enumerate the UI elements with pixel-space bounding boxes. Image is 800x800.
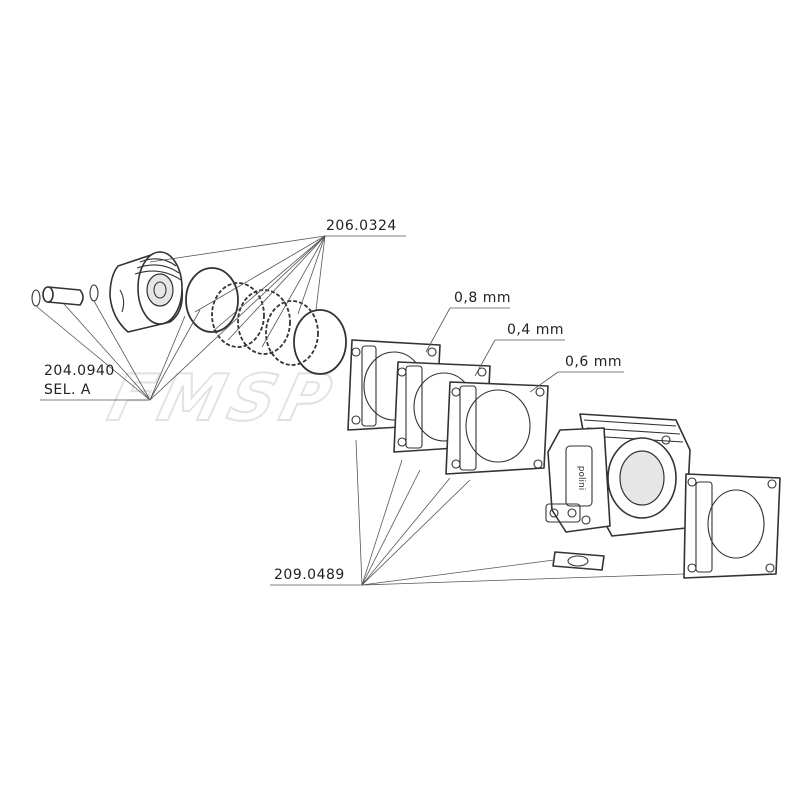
label-gasket-08mm: 0,8 mm [454, 290, 511, 306]
label-rings-part-number: 206.0324 [326, 218, 397, 234]
leader-lines-gasket-thickness [425, 307, 624, 393]
svg-text:polini: polini [576, 466, 586, 490]
head-gasket [683, 473, 781, 579]
piston-pin-assembly [31, 284, 99, 307]
watermark-logo: FMSP [100, 361, 345, 437]
label-gasket-04mm: 0,4 mm [507, 322, 564, 338]
leader-lines-pin [35, 300, 201, 401]
piston [109, 251, 184, 333]
cylinder: polini [545, 413, 691, 537]
label-gasket-06mm: 0,6 mm [565, 354, 622, 370]
svg-text:FMSP: FMSP [101, 362, 344, 436]
label-gaskets-part-number: 209.0489 [274, 567, 345, 583]
piston-rings [185, 267, 347, 375]
leader-lines-rings [149, 235, 406, 401]
label-pin-selection: SEL. A [44, 382, 91, 398]
base-gasket-06mm [445, 381, 549, 475]
leader-lines-gaskets [270, 439, 685, 586]
label-pin-part-number: 204.0940 [44, 363, 115, 379]
exhaust-gasket [552, 551, 605, 571]
